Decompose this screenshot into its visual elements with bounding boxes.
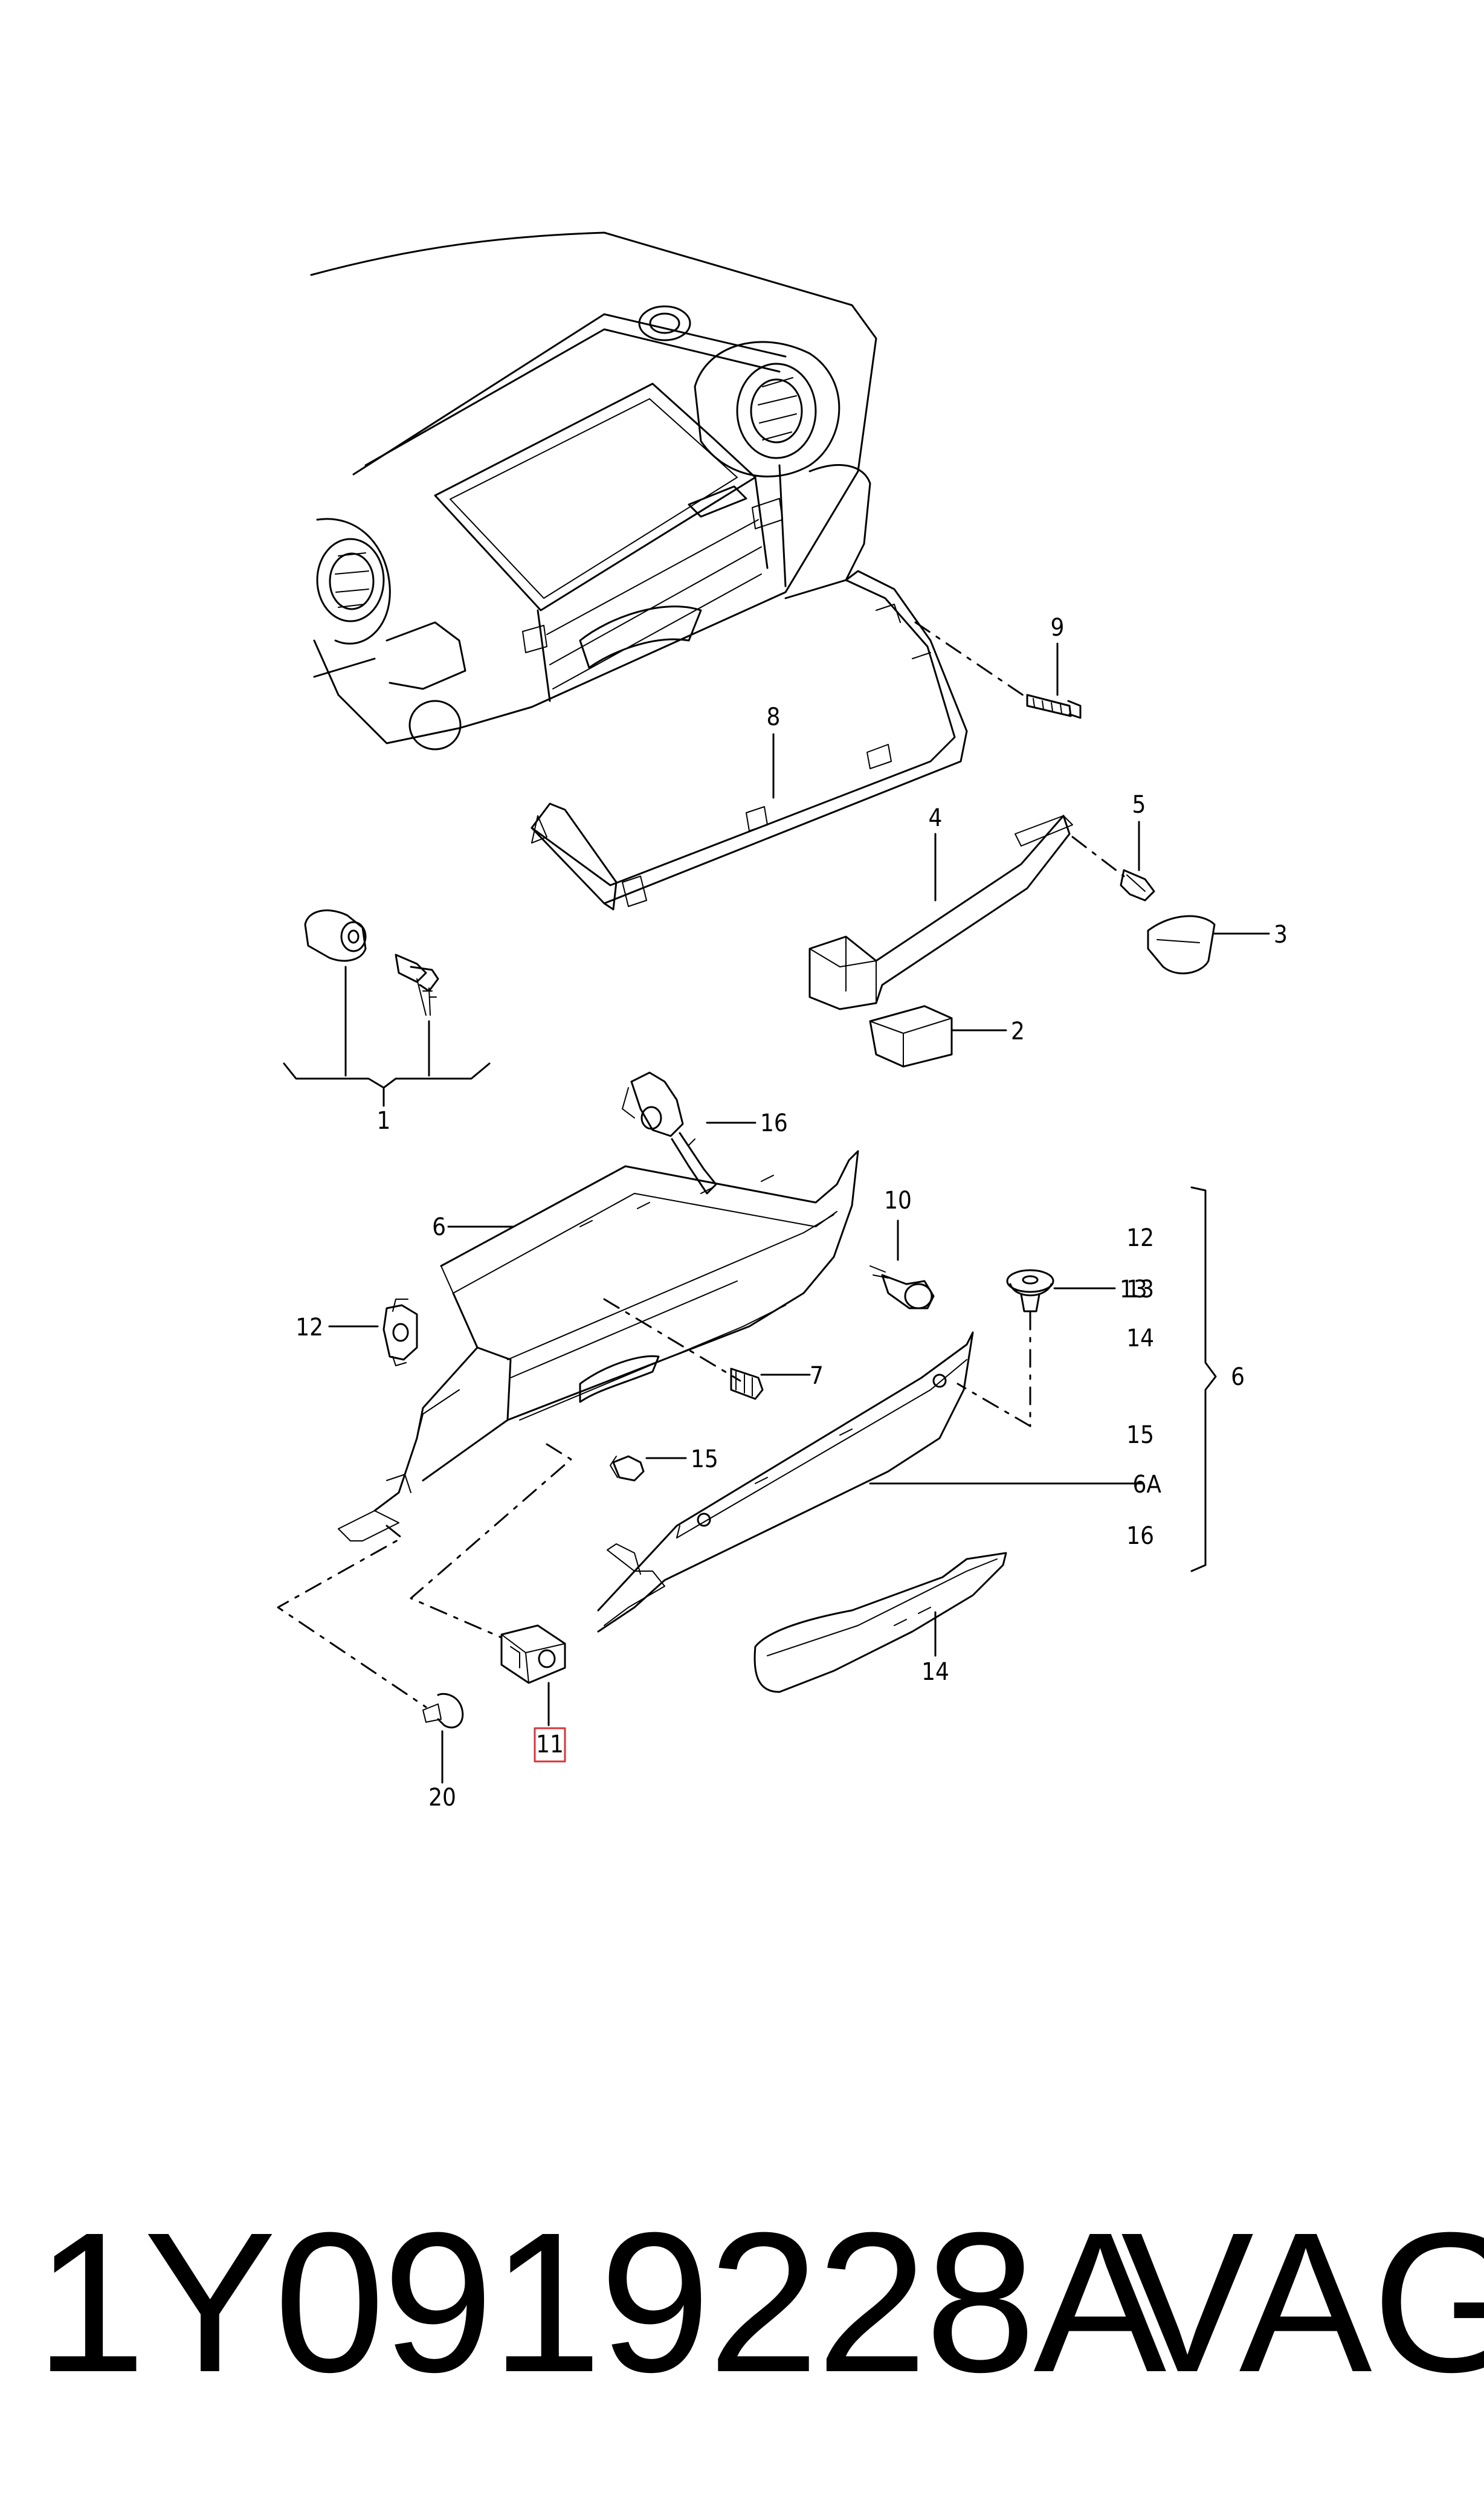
callout-10: 10 — [884, 1187, 912, 1215]
pin-part-15 — [610, 1455, 645, 1482]
cap-part-3 — [1147, 915, 1216, 975]
bracket-part-8 — [531, 570, 968, 911]
callout-7: 7 — [810, 1362, 824, 1390]
group-item-16: 16 — [1126, 1522, 1154, 1550]
damper-part-10 — [869, 1265, 935, 1309]
screw-part-5 — [1120, 869, 1155, 902]
trim-part-14 — [753, 1552, 1007, 1693]
group-item-15: 15 — [1126, 1421, 1154, 1449]
callout-5: 5 — [1132, 791, 1146, 819]
glovebox-part-6 — [338, 1150, 859, 1541]
handle-part-4 — [808, 815, 1073, 1010]
callout-15: 15 — [691, 1445, 718, 1473]
lock-set-part-1 — [283, 909, 491, 1107]
highlight-box — [534, 1727, 566, 1763]
callout-labels: 9 8 5 4 3 2 1 16 10 6 12 7 15 11 20 14 1… — [295, 614, 1288, 1812]
group-item-12: 12 — [1126, 1224, 1154, 1252]
callout-20: 20 — [428, 1784, 456, 1812]
dashboard-illustration — [310, 231, 877, 751]
switch-part-11 — [500, 1624, 566, 1684]
callout-4: 4 — [929, 804, 943, 832]
callout-2: 2 — [1011, 1018, 1025, 1045]
callout-12: 12 — [295, 1314, 323, 1341]
actuator-part-16 — [622, 1071, 717, 1195]
group-item-6A: 6A — [1133, 1471, 1162, 1499]
group-item-6: 6 — [1231, 1363, 1245, 1391]
brand-label: VAG — [1121, 2190, 1484, 2413]
callout-16: 16 — [760, 1109, 788, 1137]
clip-part-12 — [382, 1299, 418, 1366]
callout-13: 13 — [1120, 1276, 1147, 1303]
group-item-13: 13 — [1126, 1276, 1154, 1303]
callout-14: 14 — [921, 1658, 949, 1686]
callout-1: 1 — [377, 1107, 391, 1135]
callout-8: 8 — [767, 703, 781, 731]
part-number: 1Y0919228A — [35, 2190, 1166, 2413]
group-item-14: 14 — [1126, 1325, 1154, 1352]
callout-6: 6 — [432, 1213, 446, 1241]
screw-part-7 — [730, 1367, 764, 1400]
pad-part-2 — [869, 1005, 953, 1068]
callout-9: 9 — [1051, 614, 1065, 642]
callout-3: 3 — [1274, 921, 1288, 949]
rivet-part-20 — [422, 1693, 464, 1729]
screw-part-9 — [1026, 694, 1082, 719]
rivet-part-13 — [1006, 1269, 1054, 1312]
callout-11: 11 — [536, 1731, 564, 1758]
lid-part-6A — [597, 1331, 974, 1633]
